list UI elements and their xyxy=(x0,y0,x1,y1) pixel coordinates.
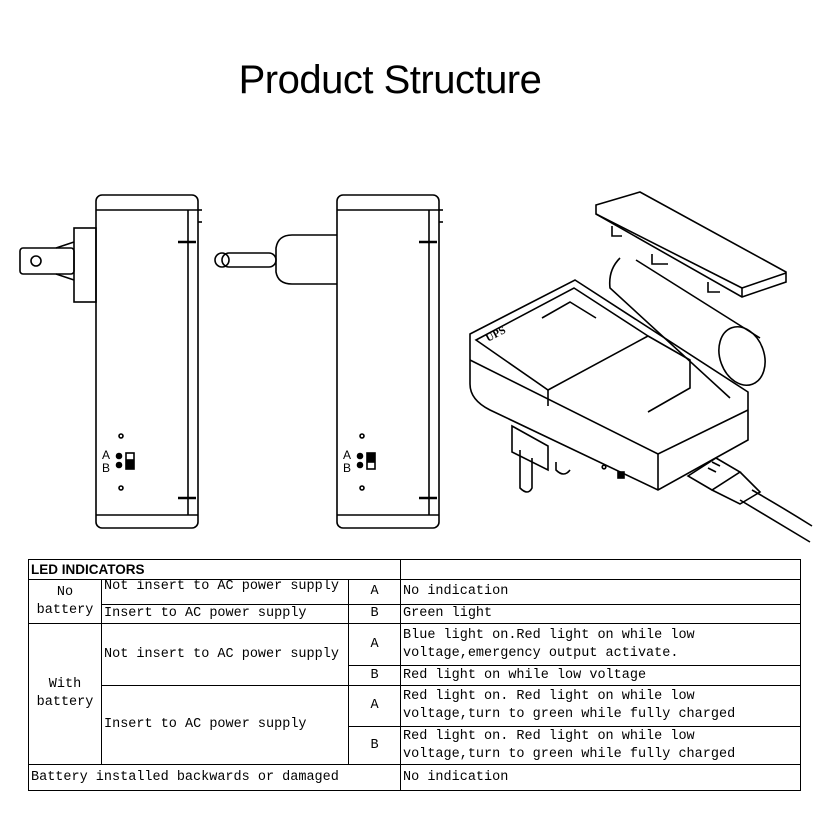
result-cell: Red light on. Red light on while low vol… xyxy=(400,726,802,765)
condition-not-insert: Not insert to AC power supply xyxy=(101,623,349,686)
brand-label: UPS xyxy=(484,324,508,344)
led-indicators-table: LED INDICATORS No battery Not insert to … xyxy=(27,559,802,791)
led-b: B xyxy=(347,604,402,624)
led-b: B xyxy=(347,726,402,765)
led-a: A xyxy=(347,579,402,605)
product-structure-diagram: A B A B xyxy=(19,191,813,543)
result-cell: No indication xyxy=(400,579,802,605)
condition-insert: Insert to AC power supply xyxy=(101,685,349,765)
charger-eu-plug: A B xyxy=(214,194,443,529)
table-header: LED INDICATORS xyxy=(27,559,402,580)
battery xyxy=(608,257,766,399)
led-a: A xyxy=(347,623,402,666)
charger-isometric-with-battery: UPS xyxy=(469,191,813,543)
result-cell: Red light on while low voltage xyxy=(400,665,802,686)
result-cell: Blue light on.Red light on while low vol… xyxy=(400,623,802,666)
battery-cover xyxy=(595,191,787,298)
led-indicator-icon xyxy=(356,433,376,491)
group-with-battery: With battery xyxy=(28,623,102,765)
result-cell: Red light on. Red light on while low vol… xyxy=(400,685,802,727)
led-b: B xyxy=(347,665,402,686)
charger-us-plug: A B xyxy=(19,194,202,529)
led-indicator-icon xyxy=(115,433,135,491)
condition-backwards: Battery installed backwards or damaged xyxy=(27,764,402,791)
label-b: B xyxy=(343,461,351,475)
page-title: Product Structure xyxy=(238,58,542,102)
led-a: A xyxy=(347,685,402,727)
label-a: A xyxy=(102,448,110,462)
condition-insert: Insert to AC power supply xyxy=(101,604,349,624)
condition-not-insert: Not insert to AC power supply xyxy=(101,579,349,605)
usb-cable xyxy=(686,457,813,543)
result-cell: No indication xyxy=(400,764,802,791)
table-header-empty xyxy=(400,559,802,580)
group-no-battery: No battery xyxy=(28,579,102,624)
label-b: B xyxy=(102,461,110,475)
result-cell: Green light xyxy=(400,604,802,624)
label-a: A xyxy=(343,448,351,462)
